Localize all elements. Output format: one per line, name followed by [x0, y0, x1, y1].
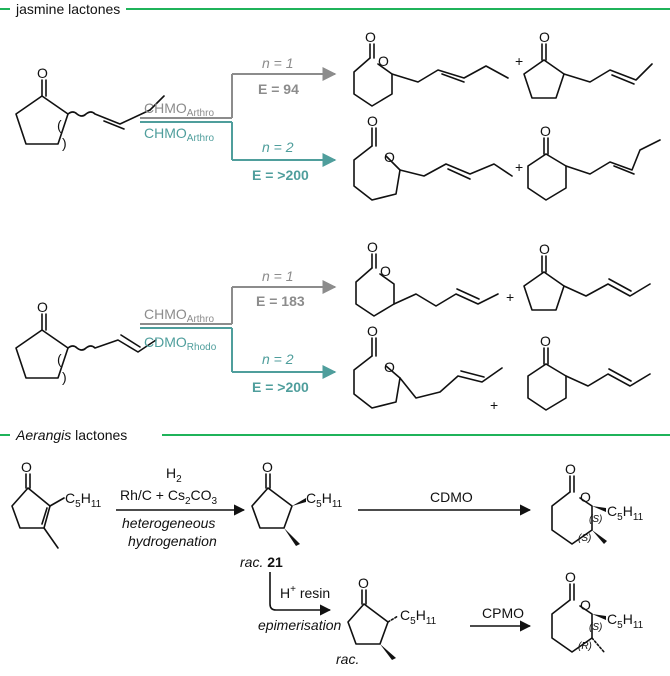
svg-text:(: ( [57, 351, 62, 367]
arrow-epimerisation [269, 572, 332, 616]
e-label-2b: E = >200 [252, 379, 309, 395]
svg-text:): ) [62, 369, 67, 385]
enzyme-top-1: CHMOArthro [144, 100, 214, 119]
e-label-1b: E = >200 [252, 167, 309, 183]
svg-text:O: O [565, 569, 576, 585]
svg-text:O: O [367, 113, 378, 129]
lactone-product-2b: O O [353, 323, 503, 409]
svg-text:O: O [539, 241, 550, 257]
svg-text:O: O [380, 263, 391, 279]
stereo-s-3: (S) [589, 622, 602, 633]
svg-text:O: O [580, 489, 591, 505]
h2-label: H2 [166, 465, 182, 485]
ketone-21: O C5H11 [251, 459, 343, 546]
cpmo-label: CPMO [482, 605, 524, 621]
svg-text:C5H11: C5H11 [607, 611, 644, 631]
svg-text:C5H11: C5H11 [400, 607, 437, 627]
stereo-s-2: (S) [578, 533, 591, 544]
svg-text:O: O [365, 29, 376, 45]
svg-text:O: O [367, 239, 378, 255]
enzyme-bottom-2: CDMORhodo [144, 334, 217, 353]
substrate-2: O ( ) [15, 299, 157, 385]
n-label-1b: n = 2 [262, 139, 294, 155]
n-label-1a: n = 1 [262, 55, 294, 71]
lactone-product-1a: O O [353, 29, 509, 107]
svg-text:O: O [358, 575, 369, 591]
ketone-trans: O C5H11 [347, 575, 437, 660]
arrow-group-1 [140, 67, 337, 167]
svg-text:O: O [21, 459, 32, 475]
svg-text:O: O [378, 53, 389, 69]
svg-text:O: O [262, 459, 273, 475]
lactone-product-2a: O O [355, 239, 499, 317]
n-label-2b: n = 2 [262, 351, 294, 367]
svg-text:O: O [384, 359, 395, 375]
svg-text:(: ( [57, 117, 62, 133]
svg-text:O: O [37, 65, 48, 81]
resin-label: H+ resin [280, 584, 330, 601]
cdmo-label: CDMO [430, 489, 473, 505]
lactone-s-r: O O C5H11 [551, 569, 644, 653]
svg-text:): ) [62, 135, 67, 151]
epimerisation-label: epimerisation [258, 617, 341, 633]
svg-text:C5H11: C5H11 [306, 490, 343, 510]
arrow-group-2 [140, 280, 337, 379]
svg-text:O: O [384, 149, 395, 165]
rac-label: rac. [336, 651, 359, 667]
svg-text:O: O [367, 323, 378, 339]
reagents-label: Rh/C + Cs2CO3 [120, 487, 218, 507]
enzyme-bottom-1: CHMOArthro [144, 125, 214, 144]
svg-text:O: O [37, 299, 48, 315]
ketone-product-1b: O [527, 123, 661, 201]
plus-1a: + [515, 53, 523, 69]
section-title-jasmine: jasmine lactones [15, 1, 120, 17]
n-label-2a: n = 1 [262, 268, 294, 284]
conditions-line-1: heterogeneous [122, 515, 215, 531]
svg-text:O: O [540, 333, 551, 349]
enzyme-top-2: CHMOArthro [144, 306, 214, 325]
plus-2a: + [506, 289, 514, 305]
lactone-product-1b: O O [353, 113, 513, 201]
enone-substrate: O C5H11 [11, 459, 102, 549]
section-title-aerangis: Aerangis lactones [15, 427, 127, 443]
svg-text:O: O [540, 123, 551, 139]
plus-1b: + [515, 159, 523, 175]
svg-text:C5H11: C5H11 [607, 503, 644, 523]
svg-text:O: O [539, 29, 550, 45]
ketone-product-2a: O [523, 241, 651, 311]
ketone-product-2b: O [527, 333, 651, 411]
stereo-s-1: (S) [589, 514, 602, 525]
plus-2b: + [490, 397, 498, 413]
e-label-1a: E = 94 [258, 81, 299, 97]
svg-text:O: O [565, 461, 576, 477]
conditions-line-2: hydrogenation [128, 533, 217, 549]
substrate-1: O ( ) [15, 65, 165, 151]
stereo-r: (R) [578, 641, 592, 652]
lactone-s-s: O O C5H11 [551, 461, 644, 545]
svg-text:C5H11: C5H11 [65, 490, 102, 510]
e-label-2a: E = 183 [256, 293, 305, 309]
svg-text:O: O [580, 597, 591, 613]
ketone-product-1a: O [523, 29, 653, 99]
section-header-jasmine: jasmine lactones [0, 1, 670, 17]
section-header-aerangis: Aerangis lactones [0, 427, 670, 443]
rac-21-label: rac. 21 [240, 554, 283, 570]
